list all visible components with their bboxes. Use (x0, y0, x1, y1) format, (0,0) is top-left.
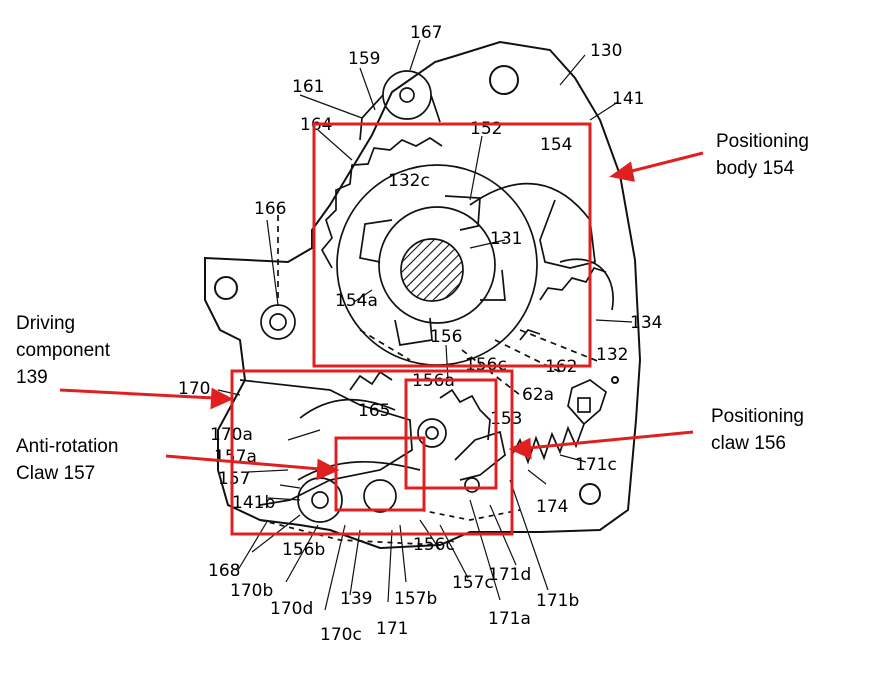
part-label-17: 170 (178, 379, 210, 399)
driving-component-arrowhead (210, 387, 234, 410)
part-label-4: 141 (612, 89, 644, 109)
positioning-claw-box (404, 378, 498, 490)
positioning-claw-callout-line2: claw 156 (711, 433, 786, 454)
part-label-7: 154 (540, 135, 572, 155)
anti-rotation-claw-arrow (165, 454, 321, 471)
positioning-claw-callout-line1: Positioning (711, 406, 804, 427)
part-label-6: 152 (470, 119, 502, 139)
part-label-39: 170c (320, 625, 362, 645)
driving-component-callout-line1: Driving (16, 313, 76, 334)
part-label-1: 159 (348, 49, 380, 69)
positioning-body-arrow (627, 151, 704, 174)
part-label-9: 166 (254, 199, 286, 219)
part-label-40: 171 (376, 619, 408, 639)
part-label-34: 157b (394, 589, 437, 609)
part-label-11: 154a (335, 291, 378, 311)
part-label-28: 156b (282, 540, 325, 560)
part-label-30: 168 (208, 561, 240, 581)
part-label-22: 153 (490, 409, 522, 429)
driving-component-callout: Driving component 139 (16, 310, 110, 391)
driving-component-callout-line2: component (16, 340, 111, 361)
callout-arrows (59, 151, 704, 481)
positioning-claw-arrow (527, 430, 694, 450)
part-label-36: 171d (488, 565, 531, 585)
part-label-8: 132c (388, 171, 430, 191)
positioning-claw-callout: Positioning claw 156 (711, 403, 804, 457)
part-label-38: 171b (536, 591, 579, 611)
part-label-27: 174 (536, 497, 568, 517)
part-label-13: 156 (430, 327, 462, 347)
part-label-16: 132 (596, 345, 628, 365)
part-label-12: 134 (630, 313, 662, 333)
part-label-19: 62a (522, 385, 554, 405)
positioning-body-callout-line1: Positioning (716, 131, 809, 152)
anti-rotation-claw-box (334, 436, 426, 512)
positioning-body-arrowhead (609, 161, 635, 182)
part-label-32: 170d (270, 599, 313, 619)
part-label-21: 165 (358, 401, 390, 421)
part-label-3: 130 (590, 41, 622, 61)
part-label-2: 161 (292, 77, 324, 97)
positioning-body-callout-line2: body 154 (716, 158, 795, 179)
positioning-body-box (312, 122, 592, 368)
part-label-33: 139 (340, 589, 372, 609)
part-label-35: 157c (452, 573, 494, 593)
driving-component-arrow (59, 388, 215, 400)
part-label-29: 156c (413, 535, 455, 555)
part-label-0: 167 (410, 23, 442, 43)
housing-outline (204, 40, 642, 550)
anti-rotation-claw-callout: Anti-rotation Claw 157 (16, 433, 118, 487)
driving-component-box (230, 369, 514, 536)
driving-component-callout-line3: 139 (16, 367, 48, 388)
highlight-boxes (230, 122, 592, 536)
part-label-37: 171a (488, 609, 531, 629)
anti-rotation-claw-callout-line2: Claw 157 (16, 463, 96, 484)
anti-rotation-claw-arrowhead (316, 458, 340, 481)
part-label-31: 170b (230, 581, 273, 601)
part-label-26: 141b (232, 493, 275, 513)
gear-train (239, 70, 614, 546)
part-label-25: 157 (218, 469, 250, 489)
positioning-claw-arrowhead (508, 437, 532, 460)
part-label-10: 131 (490, 229, 522, 249)
part-label-24: 171c (575, 455, 617, 475)
positioning-body-callout: Positioning body 154 (716, 128, 809, 182)
anti-rotation-claw-callout-line1: Anti-rotation (16, 436, 119, 457)
